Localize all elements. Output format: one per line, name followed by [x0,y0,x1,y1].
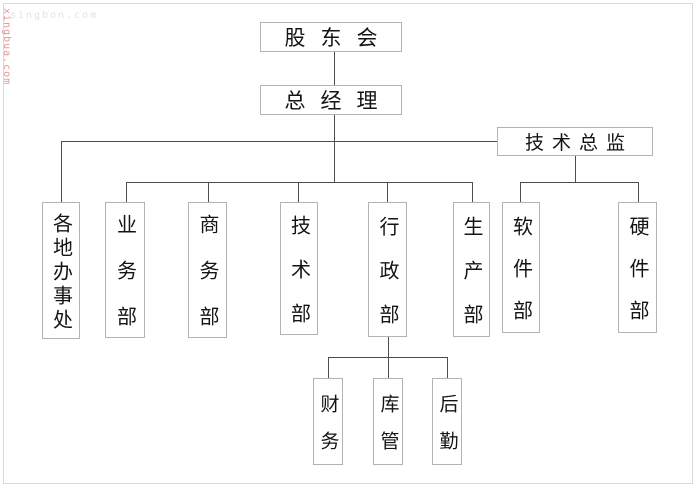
connector-drop-regional-offices [61,141,62,202]
node-tech-director: 技术总监 [497,127,653,156]
connector-departments-bus [126,182,473,183]
connector-drop-technology [298,182,299,202]
node-logistics: 后勤 [432,378,462,468]
node-admin-dept-label: 行政部 [376,215,398,348]
watermark-top-left: singbon.com [10,10,99,21]
node-commerce-dept: 商务部 [188,202,227,352]
node-warehouse-label: 库管 [377,393,399,468]
connector-drop-logistics [447,357,448,378]
node-hardware-dept: 硬件部 [618,202,657,342]
node-software-dept: 软件部 [502,202,540,342]
node-general-manager: 总经理 [260,85,402,115]
connector-techdirector-bus [575,156,576,183]
connector-drop-business [126,182,127,202]
node-shareholders-label: 股东会 [284,26,393,50]
connector-drop-finance [328,357,329,378]
node-hardware-dept-label: 硬件部 [626,215,648,342]
node-admin-dept: 行政部 [368,202,407,348]
node-production-dept-label: 生产部 [460,215,482,348]
connector-drop-admin [387,182,388,202]
node-technology-dept: 技术部 [280,202,318,347]
watermark-left-edge: xingbua.com [1,8,12,86]
connector-drop-production [472,182,473,202]
connector-admin-sub-feed [388,337,389,358]
node-business-dept-label: 业务部 [113,214,136,352]
node-software-dept-label: 软件部 [509,215,532,342]
node-technology-dept-label: 技术部 [287,214,310,347]
connector-techdirector-bus-horizontal [520,182,638,183]
connector-gm-bus [334,115,335,183]
connector-drop-software [520,182,521,202]
connector-shareholders-gm [334,52,335,86]
node-regional-offices: 各地办事处 [42,202,80,339]
connector-drop-commerce [208,182,209,202]
connector-drop-hardware [638,182,639,202]
node-logistics-label: 后勤 [436,393,458,468]
node-tech-director-label: 技术总监 [524,133,633,154]
node-warehouse: 库管 [373,378,403,468]
node-general-manager-label: 总经理 [284,89,393,113]
node-business-dept: 业务部 [105,202,145,352]
node-finance: 财务 [313,378,343,468]
node-finance-label: 财务 [317,393,339,468]
node-commerce-dept-label: 商务部 [196,214,218,352]
connector-drop-warehouse [388,357,389,378]
node-regional-offices-label: 各地办事处 [49,212,72,333]
node-shareholders: 股东会 [260,22,402,52]
node-production-dept: 生产部 [453,202,490,348]
connector-level1-horizontal [61,141,497,142]
